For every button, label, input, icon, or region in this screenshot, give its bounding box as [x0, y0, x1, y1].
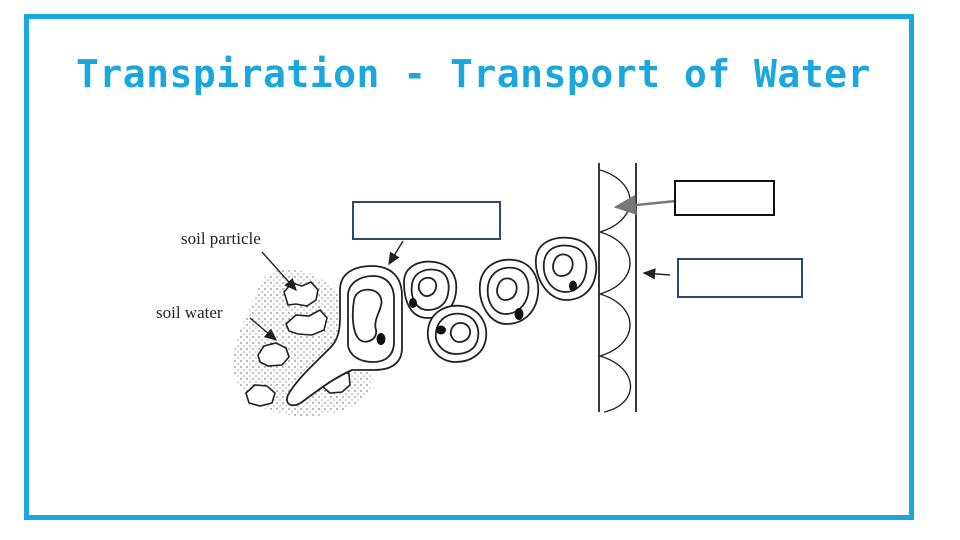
xylem-vessel-label-box[interactable]	[677, 258, 803, 298]
root-hair-cell	[286, 265, 403, 407]
soil-particle-arrow	[261, 251, 297, 292]
xylem-vessel-box-arrow	[642, 268, 671, 280]
xylem-vessel	[597, 163, 637, 413]
soil-water-arrow	[249, 317, 278, 341]
cortex-cell-3	[478, 258, 540, 325]
cortex-cell-1	[403, 260, 458, 319]
soil-particle-3	[257, 342, 290, 367]
root-hair-box-arrow	[388, 240, 404, 266]
soil-particle-4	[245, 384, 276, 407]
slide-title: Transpiration - Transport of Water	[76, 52, 871, 96]
root-hair-label-box[interactable]	[352, 201, 501, 240]
soil-water-label: soil water	[156, 303, 223, 322]
soil-particle-2	[285, 308, 328, 336]
xylem-wall-box-arrow	[613, 195, 677, 215]
xylem-wall-label-box[interactable]	[674, 180, 775, 216]
cortex-cell-2	[427, 304, 488, 363]
soil-particle-label: soil particle	[181, 229, 261, 248]
cortex-cell-4	[535, 236, 598, 301]
soil-particle-1	[283, 281, 319, 307]
slide-frame	[24, 14, 914, 520]
cortex-cells	[403, 236, 598, 363]
